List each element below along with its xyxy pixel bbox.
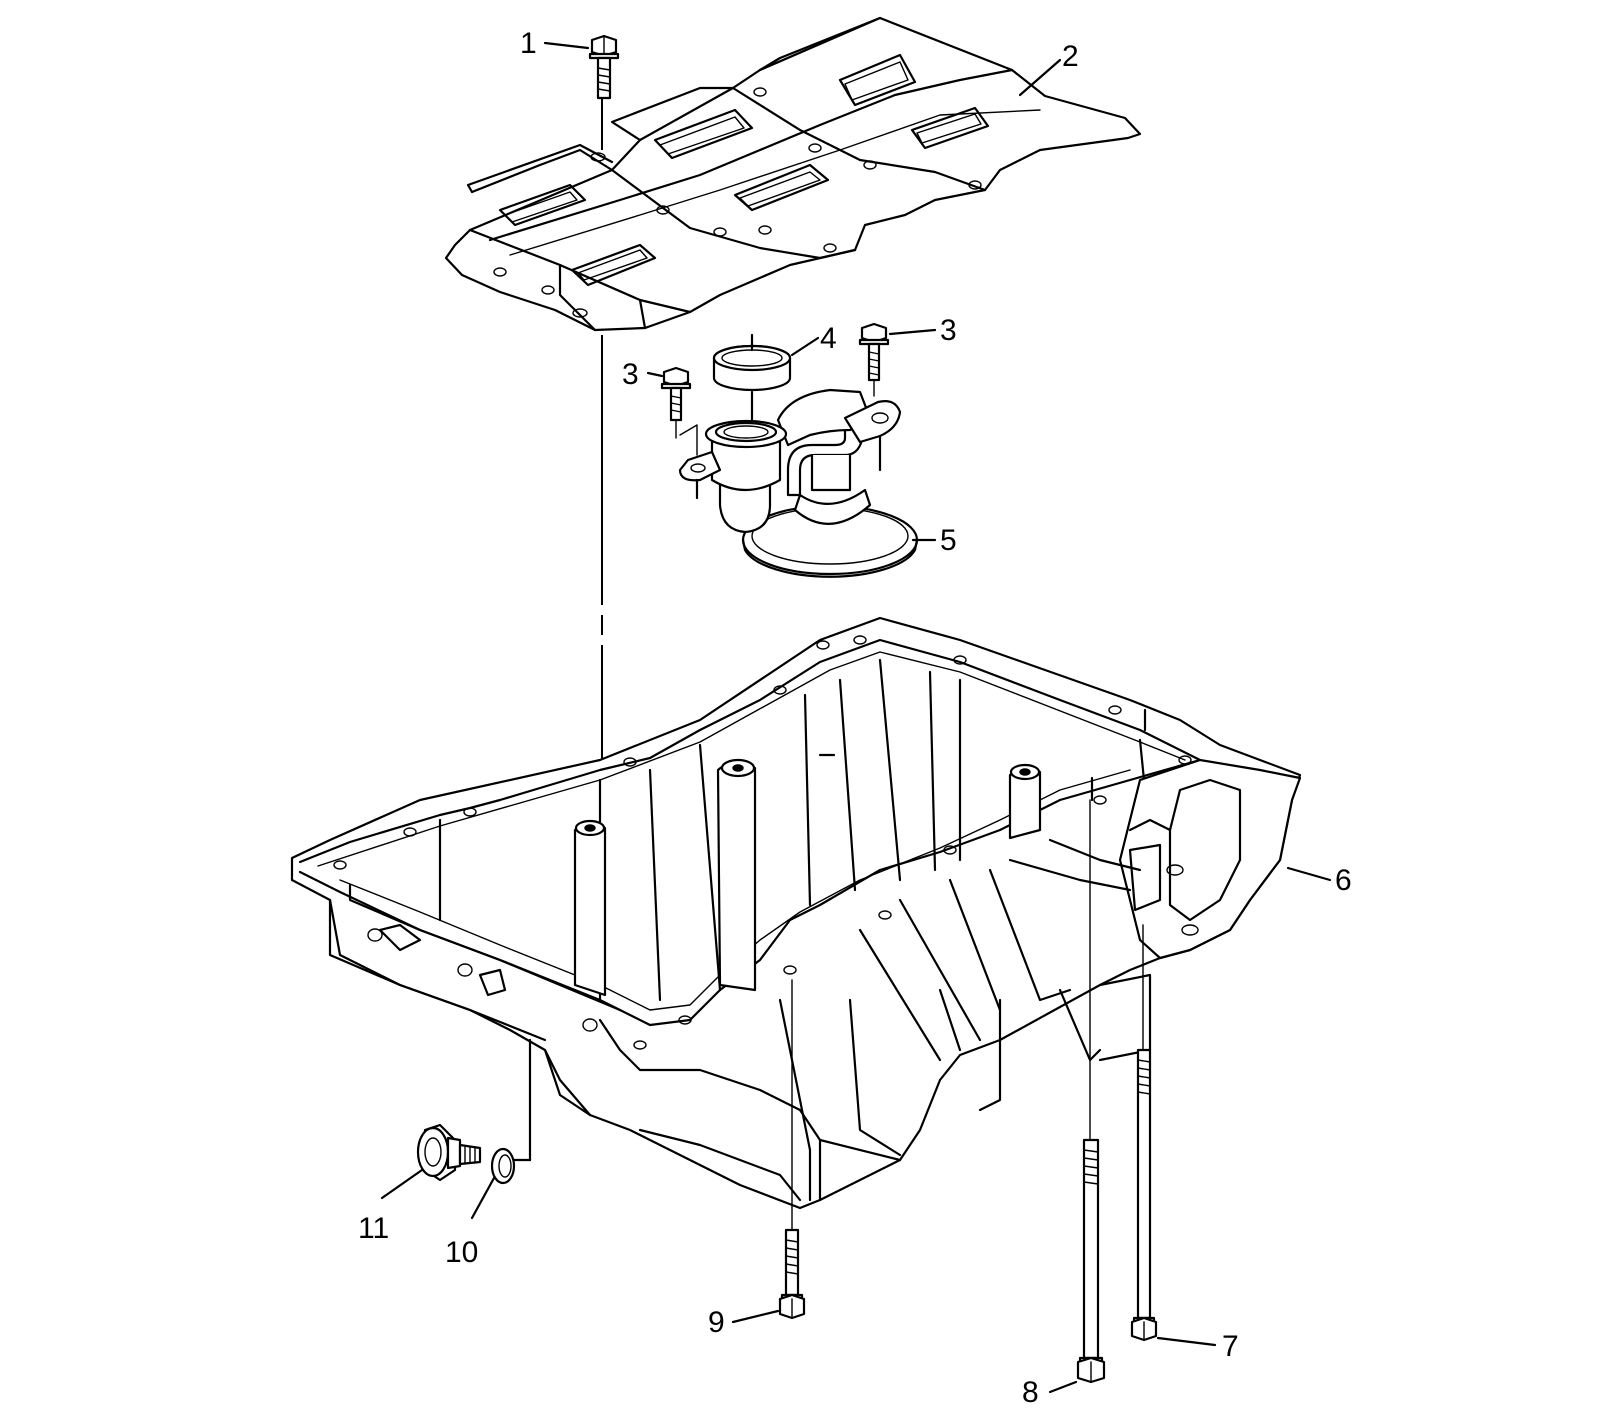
callout-10: 10 <box>445 1236 478 1269</box>
windage-tray <box>444 16 1142 332</box>
callout-labels: 1 2 3 3 4 5 6 7 8 9 10 11 <box>358 27 1352 1409</box>
oil-pan <box>290 616 1302 1210</box>
bolt-9 <box>778 979 806 1320</box>
callout-5: 5 <box>940 524 957 557</box>
callout-9: 9 <box>708 1306 725 1339</box>
bolt-1 <box>588 34 620 100</box>
pan-alignment-marks <box>498 708 1147 1162</box>
oil-pump-pickup-tube <box>678 388 919 578</box>
callout-6: 6 <box>1335 864 1352 897</box>
bolt-3-right <box>858 322 890 397</box>
bolt-8 <box>1076 799 1106 1384</box>
callout-3-left: 3 <box>622 358 639 391</box>
callout-4: 4 <box>820 322 837 355</box>
oil-pump-screen-seal <box>712 333 792 424</box>
oil-drain-plug <box>416 1123 482 1182</box>
callout-11: 11 <box>358 1212 389 1245</box>
callout-1: 1 <box>520 27 537 60</box>
callout-8: 8 <box>1022 1376 1039 1409</box>
callout-3-right: 3 <box>940 314 957 347</box>
bolt-3-left <box>660 366 692 439</box>
callout-2: 2 <box>1062 40 1079 73</box>
callout-7: 7 <box>1222 1330 1239 1363</box>
drain-plug-gasket <box>490 1147 516 1185</box>
leader-lines <box>380 41 1332 1394</box>
bolt-7 <box>1130 924 1158 1342</box>
